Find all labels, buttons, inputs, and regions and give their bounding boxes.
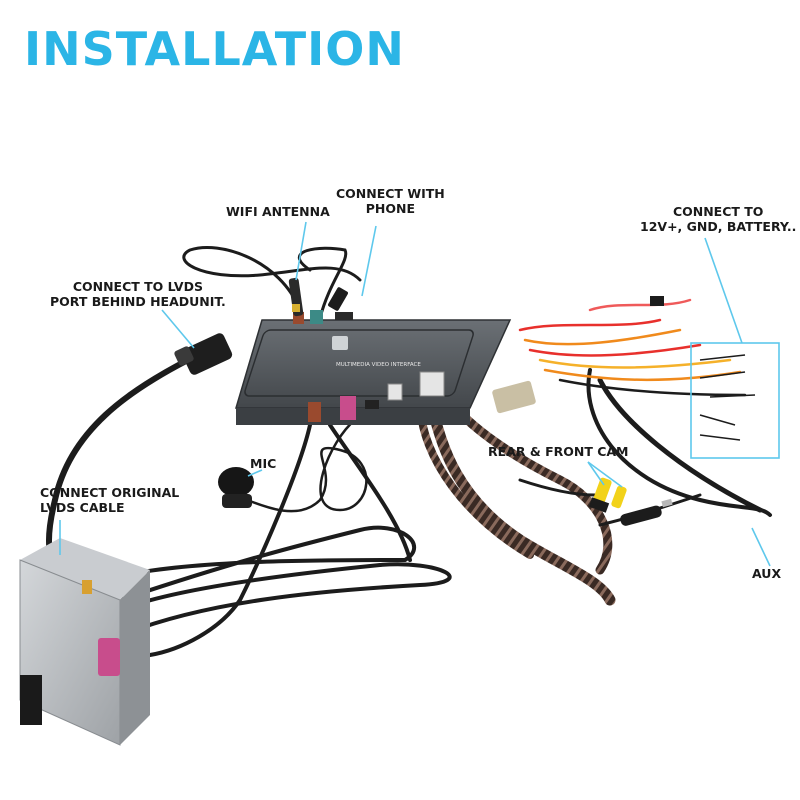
label-connect-power-line1: CONNECT TO <box>672 204 764 219</box>
label-connect-original-lvds-line2: LVDS CABLE <box>40 500 125 515</box>
fakra-connector-box <box>98 638 120 676</box>
label-rear-front-cam-text: REAR & FRONT CAM <box>488 444 629 459</box>
label-connect-lvds-port-line2: PORT BEHIND HEADUNIT. <box>50 294 226 309</box>
label-rear-front-cam: REAR & FRONT CAM <box>488 444 629 459</box>
label-wifi-antenna: WIFI ANTENNA <box>226 204 330 219</box>
microphone-icon <box>218 467 254 508</box>
harness-plug <box>387 383 403 401</box>
device-label: MULTIMEDIA VIDEO INTERFACE <box>336 362 421 368</box>
fakra-connector-brown <box>293 312 304 324</box>
interface-module: MULTIMEDIA VIDEO INTERFACE <box>234 310 512 425</box>
rca-plug-icon <box>588 477 627 513</box>
wifi-antenna-cable <box>182 246 362 312</box>
hdmi-port <box>365 400 379 409</box>
lvds-loop-cable-2 <box>118 525 417 602</box>
wire-stubs <box>699 354 756 441</box>
power-wires <box>518 298 747 397</box>
fakra-connector-front <box>308 402 321 422</box>
label-mic-text: MIC <box>250 456 277 471</box>
camera-cable <box>518 478 597 497</box>
label-connect-power-line2: 12V+, GND, BATTERY.. <box>640 219 797 234</box>
label-connect-power: CONNECT TO 12V+, GND, BATTERY.. <box>640 204 796 234</box>
power-connector <box>492 296 664 414</box>
wifi-antenna <box>288 277 304 317</box>
label-connect-lvds-port-line1: CONNECT TO LVDS <box>72 279 203 294</box>
module-to-box-cable <box>328 423 412 562</box>
label-aux-text: AUX <box>752 566 782 581</box>
label-mic: MIC <box>250 456 276 471</box>
power-cable <box>597 377 763 513</box>
usb-port <box>335 312 353 320</box>
usb-plug-icon <box>328 287 348 311</box>
page-title: INSTALLATION <box>24 22 405 76</box>
callout-lines <box>59 221 780 567</box>
module-to-box-cable-2 <box>148 423 312 657</box>
label-aux: AUX <box>752 566 781 581</box>
label-connect-original-lvds: CONNECT ORIGINAL LVDS CABLE <box>40 485 179 515</box>
fakra-connector-teal <box>310 310 323 324</box>
lvds-loop-cable <box>108 562 452 642</box>
fakra-connector-pink <box>340 396 356 420</box>
aux-jack-icon <box>620 498 673 526</box>
mic-cable <box>233 418 368 513</box>
label-connect-phone: CONNECT WITH PHONE <box>336 186 445 216</box>
label-connect-phone-line1: CONNECT WITH <box>336 186 445 201</box>
label-wifi-antenna-text: WIFI ANTENNA <box>226 204 330 219</box>
lvds-adapter-box <box>19 538 150 746</box>
power-cable-2 <box>586 368 772 517</box>
harness-plug-main <box>419 371 445 397</box>
label-connect-phone-line2: PHONE <box>365 201 415 216</box>
braided-harness-2 <box>440 390 613 575</box>
braided-harness <box>424 389 616 606</box>
label-connect-lvds-port: CONNECT TO LVDS PORT BEHIND HEADUNIT. <box>50 279 226 309</box>
device-logo-icon <box>332 336 348 350</box>
lvds-plug-icon <box>174 333 233 375</box>
label-connect-original-lvds-line1: CONNECT ORIGINAL <box>40 485 180 500</box>
